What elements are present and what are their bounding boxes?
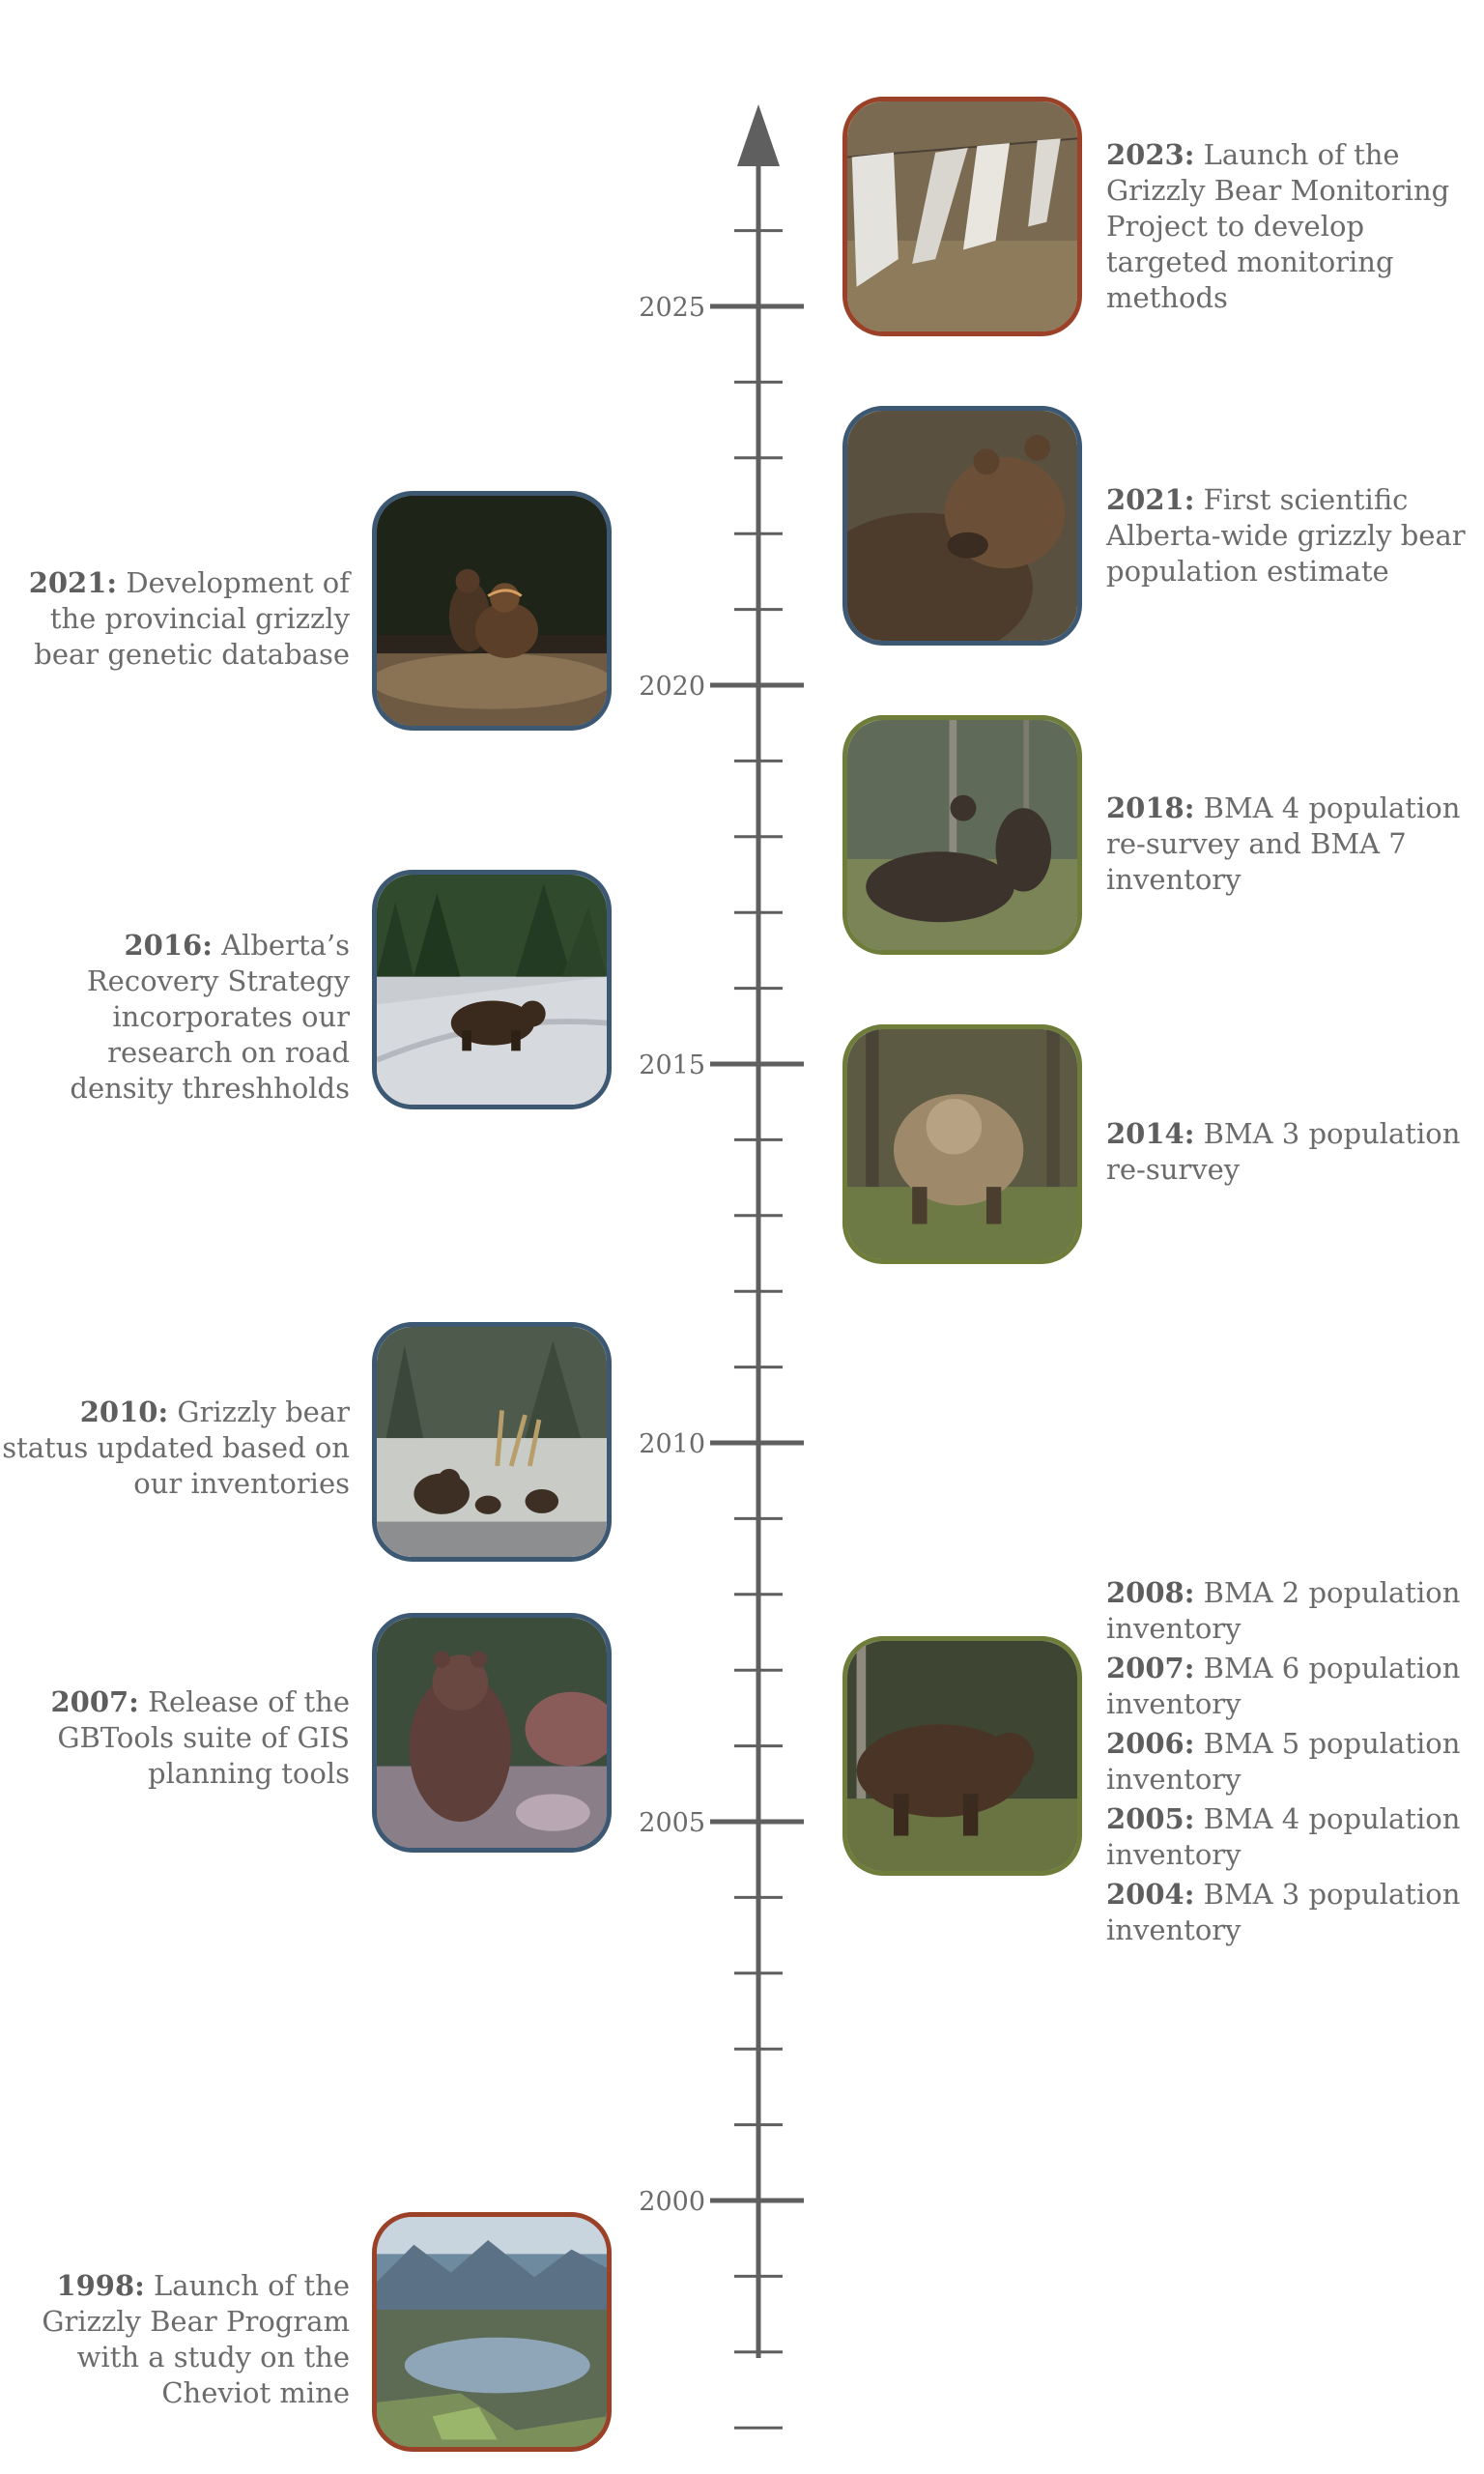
event-text: Grizzly bear status updated based on our… [2, 1395, 350, 1500]
photo-2018-bma4-resurvey [842, 715, 1082, 955]
photo-2016-recovery-strategy [372, 870, 612, 1109]
event-year: 2021: [1106, 483, 1195, 516]
event-1998-left: 1998: Launch of the Grizzly Bear Program… [2, 2268, 350, 2411]
event-2004-2008-right: 2008: BMA 2 population inventory 2007: B… [1106, 1575, 1473, 1948]
photo-2014-bma3-resurvey [842, 1024, 1082, 1264]
event-text: BMA 4 population re-survey and BMA 7 inv… [1106, 791, 1461, 896]
event-2006: 2006: BMA 5 population inventory [1106, 1726, 1473, 1798]
event-text: BMA 2 population inventory [1106, 1576, 1461, 1645]
event-2018-right: 2018: BMA 4 population re-survey and BMA… [1106, 791, 1473, 898]
event-text: Release of the GBTools suite of GIS plan… [57, 1685, 350, 1790]
photo-2010-status-update [372, 1322, 612, 1562]
event-text: BMA 3 population inventory [1106, 1878, 1461, 1946]
event-year: 2007: [50, 1685, 139, 1718]
event-2005: 2005: BMA 4 population inventory [1106, 1801, 1473, 1873]
photo-2023-monitoring-project [842, 97, 1082, 336]
event-2014-right: 2014: BMA 3 population re-survey [1106, 1116, 1473, 1188]
photo-2007-gbtools [372, 1613, 612, 1853]
event-year: 2010: [79, 1395, 169, 1428]
event-2021-left: 2021: Development of the provincial griz… [2, 565, 350, 673]
event-year: 2006: [1106, 1727, 1195, 1760]
event-year: 1998: [56, 2269, 145, 2302]
event-year: 2007: [1106, 1652, 1195, 1684]
tick-label-2025: 2025 [639, 293, 705, 323]
event-text: BMA 4 population inventory [1106, 1802, 1461, 1871]
event-year: 2004: [1106, 1878, 1195, 1911]
event-2007-left: 2007: Release of the GBTools suite of GI… [2, 1684, 350, 1792]
event-year: 2018: [1106, 791, 1195, 824]
event-2007: 2007: BMA 6 population inventory [1106, 1651, 1473, 1722]
tick-label-2015: 2015 [639, 1050, 705, 1080]
event-2016-left: 2016: Alberta’s Recovery Strategy incorp… [2, 928, 350, 1107]
event-text: Alberta’s Recovery Strategy incorporates… [70, 929, 350, 1105]
event-text: Development of the provincial grizzly be… [34, 566, 350, 671]
axis-ticks [710, 229, 804, 2430]
event-text: Launch of the Grizzly Bear Program with … [42, 2269, 350, 2409]
tick-label-2005: 2005 [639, 1808, 705, 1838]
event-text: Launch of the Grizzly Bear Monitoring Pr… [1106, 138, 1450, 314]
tick-label-2010: 2010 [639, 1429, 705, 1459]
event-year: 2005: [1106, 1802, 1195, 1835]
event-year: 2021: [28, 566, 118, 599]
photo-2021-population-estimate [842, 406, 1082, 646]
event-2010-left: 2010: Grizzly bear status updated based … [2, 1395, 350, 1502]
event-text: First scientific Alberta-wide grizzly be… [1106, 483, 1466, 588]
event-text: BMA 6 population inventory [1106, 1652, 1461, 1720]
event-text: BMA 5 population inventory [1106, 1727, 1461, 1796]
event-text: BMA 3 population re-survey [1106, 1117, 1461, 1186]
photo-1998-cheviot-mine [372, 2212, 612, 2452]
event-year: 2014: [1106, 1117, 1195, 1150]
event-2004: 2004: BMA 3 population inventory [1106, 1877, 1473, 1948]
tick-label-2020: 2020 [639, 672, 705, 702]
event-year: 2016: [124, 929, 213, 962]
event-year: 2008: [1106, 1576, 1195, 1609]
photo-2021-genetic-database [372, 491, 612, 731]
event-year: 2023: [1106, 138, 1195, 171]
axis-arrowhead [737, 104, 780, 166]
event-2008: 2008: BMA 2 population inventory [1106, 1575, 1473, 1647]
photo-2004-2008-inventories [842, 1636, 1082, 1876]
tick-label-2000: 2000 [639, 2187, 705, 2217]
event-2023-right: 2023: Launch of the Grizzly Bear Monitor… [1106, 137, 1473, 316]
event-2021-right: 2021: First scientific Alberta-wide griz… [1106, 482, 1473, 590]
